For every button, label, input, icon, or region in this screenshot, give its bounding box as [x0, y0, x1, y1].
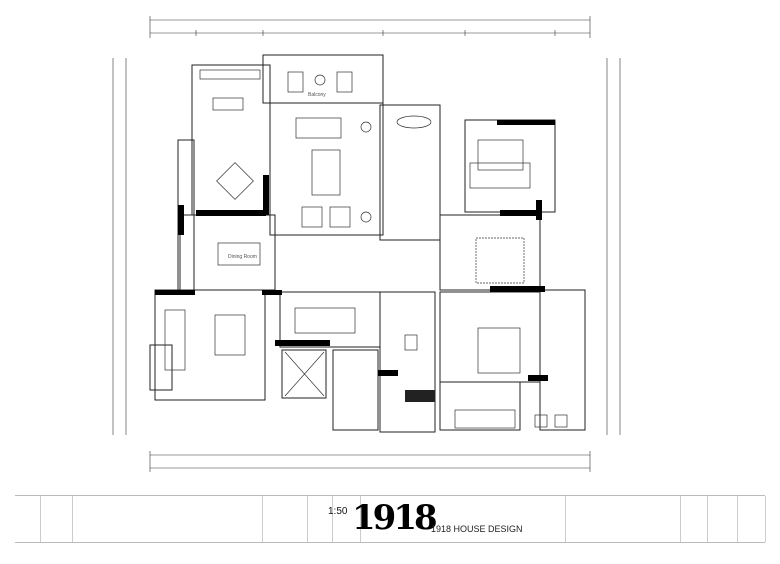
company-name: 1918 HOUSE DESIGN — [431, 524, 523, 534]
project-name-cell — [565, 496, 681, 542]
title-block-cell — [535, 496, 566, 542]
dimension-lines — [112, 16, 621, 472]
dining-label: Dining Room — [228, 254, 257, 260]
title-block-cell — [307, 496, 333, 542]
solid-walls — [155, 120, 555, 402]
fixtures — [164, 69, 568, 429]
company-logo: 1918 — [352, 498, 438, 538]
title-block-cell — [15, 496, 41, 542]
title-block-cell — [737, 496, 766, 542]
title-block-cell — [262, 496, 308, 542]
title-block-scale-cell — [332, 496, 361, 542]
balcony-label: Balcony — [308, 92, 326, 98]
title-block-cell — [707, 496, 738, 542]
walls — [149, 54, 586, 433]
drawing-scale: 1:50 — [328, 506, 348, 517]
title-block-cell — [40, 496, 73, 542]
title-block — [15, 495, 766, 543]
title-block-cell — [680, 496, 708, 542]
title-block-notes — [72, 496, 263, 542]
